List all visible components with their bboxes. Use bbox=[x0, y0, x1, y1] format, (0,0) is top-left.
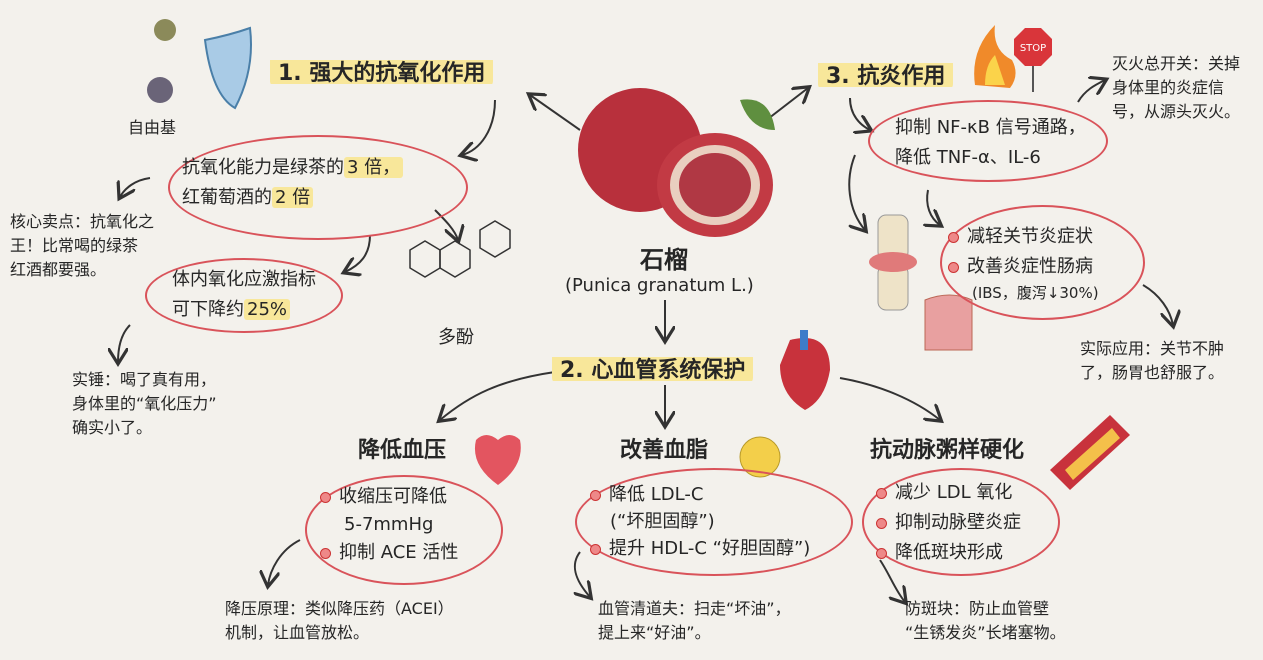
antioxidant-note1: 核心卖点：抗氧化之王！比常喝的绿茶红酒都要强。 bbox=[10, 212, 155, 279]
anti-inflammatory-note1: 灭火总开关：关掉身体里的炎症信号，从源头灭火。 bbox=[1112, 54, 1241, 121]
atherosclerosis-bullets: 减少 LDL 氧化抑制动脉壁炎症降低斑块形成 bbox=[876, 478, 1021, 568]
anti-inflammatory-bullets: 减轻关节炎症状改善炎症性肠病(IBS，腹泻↓30%) bbox=[948, 222, 1099, 304]
lipids-ellipse bbox=[575, 468, 853, 576]
blood-pressure-ellipse bbox=[305, 475, 503, 585]
fact1-text: 抗氧化能力是绿茶的 bbox=[182, 157, 344, 178]
shield-icon bbox=[203, 26, 252, 110]
antioxidant-fact-ellipse bbox=[168, 135, 468, 240]
heart-organ-icon bbox=[780, 330, 830, 410]
center-latin-name: (Punica granatum L.) bbox=[565, 275, 754, 296]
polyphenol-molecule-icon bbox=[409, 220, 511, 278]
stop-sign-icon: STOP bbox=[1014, 28, 1052, 92]
nfkb-ellipse bbox=[868, 100, 1108, 182]
free-radical-icons bbox=[147, 19, 176, 103]
svg-text:STOP: STOP bbox=[1020, 43, 1046, 54]
fact1-text2: 红葡萄酒的 bbox=[182, 187, 272, 208]
lipids-bullets: 降低 LDL-C(“坏胆固醇”)提升 HDL-C “好胆固醇”) bbox=[590, 480, 810, 564]
antioxidant-title: 1. 强大的抗氧化作用 bbox=[270, 55, 494, 87]
heart-ecg-icon bbox=[474, 435, 521, 485]
fire-icon bbox=[974, 25, 1016, 88]
knee-joint-icon bbox=[869, 214, 917, 311]
lipids-heading: 改善血脂 bbox=[620, 438, 709, 463]
anti-inflammatory-title: 3. 抗炎作用 bbox=[818, 58, 954, 90]
polyphenol-label: 多酚 bbox=[438, 327, 474, 348]
inflammation-benefits-ellipse bbox=[940, 205, 1145, 320]
free-radical-label: 自由基 bbox=[128, 118, 177, 137]
fact1-highlight: 3 倍， bbox=[344, 157, 404, 178]
antioxidant-note2: 实锤：喝了真有用，身体里的“氧化压力”确实小了。 bbox=[72, 370, 217, 437]
fact1-highlight2: 2 倍 bbox=[272, 187, 314, 208]
artery-plaque-icon bbox=[1050, 415, 1130, 490]
atherosclerosis-heading: 抗动脉粥样硬化 bbox=[870, 438, 1025, 463]
center-name: 石榴 bbox=[640, 246, 688, 274]
blood-pressure-note: 降压原理：类似降压药（ACEI）机制，让血管放松。 bbox=[225, 599, 454, 642]
lipids-note: 血管清道夫：扫走“坏油”，提上来“好油”。 bbox=[598, 599, 791, 642]
oxidative-stress-ellipse bbox=[145, 258, 343, 333]
anti-inflammatory-fact: 抑制 NF-κB 信号通路，降低 TNF-α、IL-6 bbox=[895, 117, 1086, 168]
atherosclerosis-note: 防斑块：防止血管壁“生锈发炎”长堵塞物。 bbox=[905, 599, 1066, 642]
cardio-title: 2. 心血管系统保护 bbox=[552, 352, 754, 384]
anti-inflammatory-note2: 实际应用：关节不肿了，肠胃也舒服了。 bbox=[1080, 339, 1225, 382]
blood-pressure-heading: 降低血压 bbox=[358, 438, 447, 463]
pomegranate-icon bbox=[578, 88, 775, 237]
atherosclerosis-ellipse bbox=[862, 468, 1060, 576]
